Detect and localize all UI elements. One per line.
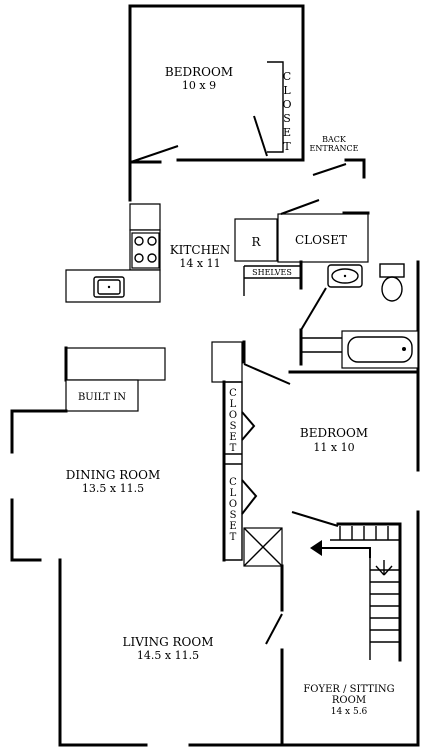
closet-top-letter: L	[283, 84, 291, 97]
toilet-icon	[379, 263, 405, 302]
shelves-label: SHELVES	[252, 268, 292, 277]
back-entrance-line1: BACK	[322, 135, 347, 144]
arrow-left-icon	[310, 540, 322, 556]
stairs	[291, 511, 402, 662]
closet-top	[253, 61, 284, 157]
refrigerator-label: R	[251, 235, 261, 249]
built-in-cabinet	[64, 346, 166, 412]
closet-top-letter: T	[283, 140, 291, 153]
closet-low-letter: O	[229, 499, 237, 510]
stove-icon	[131, 232, 160, 269]
dining-size: 13.5 x 11.5	[82, 482, 144, 495]
bedroom-right-name: BEDROOM	[300, 426, 368, 440]
closet-low-letter: T	[230, 532, 237, 543]
closet-mid-label: C L O S E T	[229, 388, 237, 454]
chase-box	[243, 527, 283, 567]
dining-name: DINING ROOM	[66, 468, 161, 482]
living-walls	[58, 558, 420, 747]
closet-mid-letter: E	[229, 432, 236, 443]
back-entrance-door	[312, 158, 366, 179]
living-name: LIVING ROOM	[122, 635, 213, 649]
built-in-label: BUILT IN	[78, 392, 126, 403]
closet-mid-letter: T	[230, 443, 237, 454]
foyer-name-line1: FOYER / SITTING	[303, 684, 394, 695]
bedroom-top-walls	[128, 4, 305, 164]
closet-top-letter: E	[283, 126, 291, 139]
closet-top-label: C L O S E T	[282, 70, 291, 153]
closet-low-label: C L O S E T	[229, 477, 237, 543]
closet-low-letter: E	[229, 521, 236, 532]
closet-top-letter: S	[283, 112, 291, 125]
living-size: 14.5 x 11.5	[137, 649, 199, 662]
closet-mid-letter: L	[230, 399, 237, 410]
closet-top-letter: C	[283, 70, 291, 83]
bathroom-sink-icon	[327, 264, 363, 288]
bedroom-top-size: 10 x 9	[182, 79, 216, 92]
kitchen-sink-icon	[93, 276, 125, 298]
closet-mid-letter: O	[229, 410, 237, 421]
kitchen-closet-label: CLOSET	[295, 233, 347, 247]
closet-low-letter: C	[229, 477, 237, 488]
bathroom-walls	[299, 260, 420, 374]
bedroom-top-name: BEDROOM	[165, 65, 233, 79]
bathtub-icon	[341, 330, 419, 369]
central-walls	[211, 340, 291, 562]
bedroom-right-walls	[288, 370, 420, 747]
kitchen-walls	[65, 160, 161, 303]
kitchen-size: 14 x 11	[179, 257, 220, 270]
back-entrance-line2: ENTRANCE	[310, 144, 359, 153]
kitchen-name: KITCHEN	[170, 243, 231, 257]
refrigerator	[234, 218, 278, 262]
closet-top-letter: O	[282, 98, 291, 111]
kitchen-closet	[277, 199, 370, 263]
closet-low-letter: S	[230, 510, 237, 521]
closet-low-letter: L	[230, 488, 237, 499]
foyer-size: 14 x 5.6	[331, 707, 368, 717]
dining-walls	[10, 409, 68, 562]
closet-mid-letter: C	[229, 388, 237, 399]
closet-mid-letter: S	[230, 421, 237, 432]
bedroom-right-size: 11 x 10	[313, 441, 354, 454]
foyer-name-line2: ROOM	[332, 695, 366, 706]
